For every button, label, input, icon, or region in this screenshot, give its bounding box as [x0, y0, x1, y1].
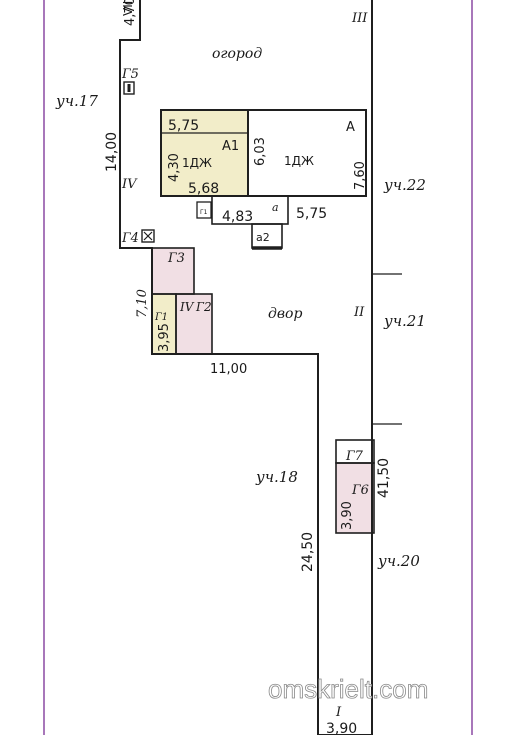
dim-g6-width: 3,90: [340, 501, 355, 530]
g4-label: Г4: [121, 231, 139, 246]
dim-a1-height: 4,30: [167, 153, 182, 182]
dim-a1-inner-width: 5,68: [188, 181, 219, 197]
mark-iv-shed: IV: [179, 300, 195, 314]
dim-a-height: 7,60: [353, 161, 368, 190]
garden-label: огород: [212, 46, 262, 62]
dim-shed-bottom: 3,95: [157, 323, 172, 352]
g5-marker: [123, 81, 135, 95]
dim-top-left: 4,70: [123, 0, 138, 26]
dim-a1-width: 5,75: [168, 118, 199, 134]
house-a1-label: А1: [222, 139, 239, 154]
mark-ii-east: II: [353, 305, 365, 320]
dim-west-side: 14,00: [104, 132, 120, 172]
house-a1-rooms: 1ДЖ: [182, 156, 212, 170]
dim-shed-side: 7,10: [135, 289, 150, 318]
shed-g3-shade: [152, 248, 194, 294]
porch-a: [211, 195, 289, 225]
shed-g2-label: Г2: [195, 300, 212, 314]
small-box-label: Г1: [200, 209, 208, 216]
dim-strip-length: 24,50: [300, 532, 316, 572]
dim-porch-width: 4,83: [222, 209, 253, 225]
dim-bottom-width: 3,90: [326, 721, 357, 735]
porch-a2-label: а2: [256, 231, 270, 244]
shed-g6: [335, 462, 375, 534]
dim-yard-width: 11,00: [210, 362, 247, 377]
shed-g2-shade: [176, 294, 212, 354]
shed-g6-label: Г6: [351, 483, 369, 498]
dim-east-length: 41,50: [376, 458, 392, 498]
mark-i-bottom: I: [335, 705, 342, 720]
mark-vii: VII: [121, 1, 135, 16]
neighbor-20-label: уч.20: [377, 552, 420, 570]
house-a-label: А: [346, 120, 355, 135]
watermark: omskrielt.com: [268, 674, 428, 704]
g5-label: Г5: [121, 67, 139, 82]
house-a1-shade: [161, 110, 248, 196]
dim-a-bottom: 5,75: [296, 206, 327, 222]
dim-a-left: 6,03: [253, 137, 268, 166]
yard-label: двор: [268, 306, 302, 322]
small-outbuilding: [196, 201, 212, 219]
porch-a-label: а: [272, 201, 279, 214]
mark-iv-west: IV: [121, 177, 138, 192]
g4-cross-b: [143, 231, 153, 241]
shed-g7-label: Г7: [345, 449, 364, 464]
neighbor-18-label: уч.18: [255, 468, 298, 486]
shed-g1-label: Г1: [154, 312, 168, 323]
shed-g6-shade: [336, 463, 374, 533]
neighbor-17-label: уч.17: [55, 92, 98, 110]
shed-g1-shade: [152, 294, 176, 354]
shed-g3-label: Г3: [167, 251, 185, 266]
mark-iii: III: [351, 11, 368, 26]
neighbor-22-label: уч.22: [383, 176, 426, 194]
shed-g2: [175, 293, 213, 355]
neighbor-21-label: уч.21: [383, 312, 426, 330]
g4-marker: [141, 229, 155, 243]
house-a-rooms: 1ДЖ: [284, 154, 314, 168]
house-a: [247, 109, 367, 197]
